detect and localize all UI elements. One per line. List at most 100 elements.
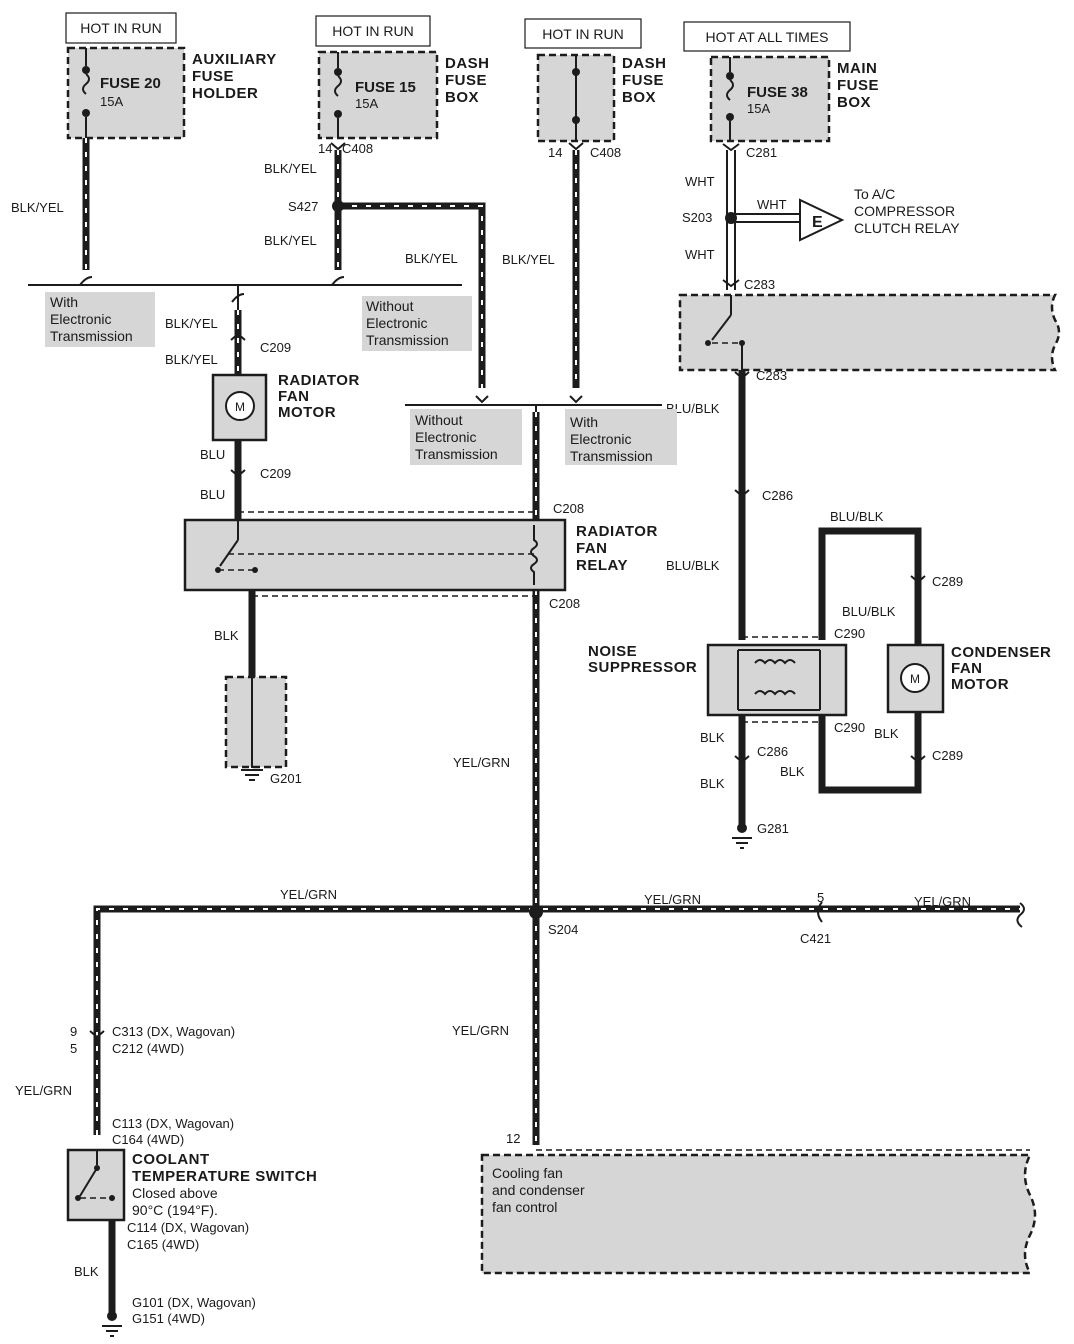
wire-label-blu-blk-1: BLU/BLK xyxy=(666,401,720,416)
fuse-38-location-2: FUSE xyxy=(837,77,879,94)
pin-5-c421: 5 xyxy=(817,890,824,905)
connector-c408-right-icon xyxy=(568,142,584,151)
fuse-38: FUSE 38 15A xyxy=(709,55,831,143)
connector-c164: C164 (4WD) xyxy=(112,1132,184,1147)
ground-block-g201 xyxy=(224,675,288,781)
connector-c408-right: C408 xyxy=(590,145,621,160)
wire-label-blk-5: BLK xyxy=(874,726,899,741)
note-without-et-2-l2: Electronic xyxy=(415,429,476,445)
connector-c408-left: C408 xyxy=(342,141,373,156)
connector-c313-icon xyxy=(89,1030,105,1039)
note-without-et-1: Without Electronic Transmission xyxy=(362,296,472,351)
radiator-relay-l2: FAN xyxy=(576,540,608,557)
coolant-temperature-switch xyxy=(66,1148,126,1222)
connector-c281: C281 xyxy=(746,145,777,160)
noise-suppressor-l1: NOISE xyxy=(588,643,637,660)
note-without-et-2-l1: Without xyxy=(415,412,463,428)
connector-c289-lower-icon xyxy=(910,755,926,764)
pin-14-right: 14 xyxy=(548,145,562,160)
dash-fuse-box xyxy=(536,53,616,143)
fuse-15: FUSE 15 15A xyxy=(317,50,439,140)
control-module-l1: Cooling fan xyxy=(492,1165,563,1181)
fuse-15-amp: 15A xyxy=(355,96,378,111)
note-with-et-2-l2: Electronic xyxy=(570,431,631,447)
radiator-fan-relay xyxy=(183,518,567,592)
connector-c208-top: C208 xyxy=(553,501,584,516)
header-fuse20-text: HOT IN RUN xyxy=(80,20,161,36)
connector-c286-lower: C286 xyxy=(757,744,788,759)
splice-s204: S204 xyxy=(548,922,578,937)
note-with-et-2: With Electronic Transmission xyxy=(565,409,677,465)
wire-label-blk-3: BLK xyxy=(700,776,725,791)
connector-c283-top-icon xyxy=(722,279,740,288)
header-dash: HOT IN RUN xyxy=(524,18,642,49)
header-dash-text: HOT IN RUN xyxy=(542,26,623,42)
radiator-fan-motor: M xyxy=(211,373,268,442)
connector-c289-upper-icon xyxy=(910,575,926,584)
condenser-fan-motor: M xyxy=(886,643,945,714)
wire-label-yel-grn-5: YEL/GRN xyxy=(452,1023,509,1038)
motor-symbol-radiator: M xyxy=(235,400,245,414)
connector-c209-lower: C209 xyxy=(260,466,291,481)
dash-box-location-2: FUSE xyxy=(622,72,664,89)
control-module-l3: fan control xyxy=(492,1199,557,1215)
header-fuse38: HOT AT ALL TIMES xyxy=(683,21,851,52)
ac-ref-l2: COMPRESSOR xyxy=(854,203,955,219)
wire-label-wht-3: WHT xyxy=(685,247,715,262)
fuse-15-name: FUSE 15 xyxy=(355,79,416,96)
wire-label-wht-2: WHT xyxy=(757,197,787,212)
fuse-38-location-1: MAIN xyxy=(837,60,877,77)
header-fuse38-text: HOT AT ALL TIMES xyxy=(706,29,829,45)
wire-label-blu-1: BLU xyxy=(200,447,225,462)
connector-c286-lower-icon xyxy=(734,755,750,764)
connector-c290-lower: C290 xyxy=(834,720,865,735)
connector-c421: C421 xyxy=(800,931,831,946)
note-without-et-1-l1: Without xyxy=(366,298,414,314)
wire-label-blu-blk-3: BLU/BLK xyxy=(830,509,884,524)
wire-label-yel-grn-3: YEL/GRN xyxy=(644,892,701,907)
wire-label-blk-yel-3: BLK/YEL xyxy=(264,233,317,248)
connector-c313: C313 (DX, Wagovan) xyxy=(112,1024,235,1039)
fuse-20-location-1: AUXILIARY xyxy=(192,51,277,68)
connector-c209-upper-icon xyxy=(230,332,246,341)
fuse-38-amp: 15A xyxy=(747,101,770,116)
ac-relay-box xyxy=(678,293,1061,372)
connector-c421-icon xyxy=(817,901,823,923)
connector-c208-bottom: C208 xyxy=(549,596,580,611)
connector-c113: C113 (DX, Wagovan) xyxy=(112,1116,234,1131)
pin-5-c212: 5 xyxy=(70,1041,77,1056)
splice-s427: S427 xyxy=(288,199,318,214)
dash-box-location-3: BOX xyxy=(622,89,656,106)
ground-g201: G201 xyxy=(270,771,302,786)
fuse-38-location-3: BOX xyxy=(837,94,871,111)
ac-ref-l3: CLUTCH RELAY xyxy=(854,220,960,236)
note-with-et-1-l1: With xyxy=(50,294,78,310)
connector-c283-top: C283 xyxy=(744,277,775,292)
ac-letter: E xyxy=(812,214,823,231)
connector-c281-icon xyxy=(722,143,740,152)
fuse-20-location-2: FUSE xyxy=(192,68,234,85)
note-without-et-1-l3: Transmission xyxy=(366,332,449,348)
condenser-motor-l3: MOTOR xyxy=(951,676,1009,693)
condenser-motor-l2: FAN xyxy=(951,660,983,677)
splice-s203-icon xyxy=(725,212,737,224)
note-without-et-2: Without Electronic Transmission xyxy=(410,409,522,465)
connector-c408-left-icon xyxy=(330,142,346,151)
fuse-15-location-3: BOX xyxy=(445,89,479,106)
connector-c212: C212 (4WD) xyxy=(112,1041,184,1056)
radiator-motor-l1: RADIATOR xyxy=(278,372,360,389)
wire-label-blu-2: BLU xyxy=(200,487,225,502)
splice-s203: S203 xyxy=(682,210,712,225)
wire-label-blk-yel-4: BLK/YEL xyxy=(405,251,458,266)
note-with-et-1-l2: Electronic xyxy=(50,311,111,327)
wire-label-blk-4: BLK xyxy=(780,764,805,779)
wire-label-blu-blk-4: BLU/BLK xyxy=(842,604,896,619)
splice-s427-icon xyxy=(332,200,344,212)
wire-label-blk-1: BLK xyxy=(214,628,239,643)
connector-c283-bottom: C283 xyxy=(756,368,787,383)
connector-c209-lower-icon xyxy=(230,469,246,478)
note-without-et-2-l3: Transmission xyxy=(415,446,498,462)
header-fuse15: HOT IN RUN xyxy=(315,15,431,47)
wire-label-yel-grn-1: YEL/GRN xyxy=(453,755,510,770)
